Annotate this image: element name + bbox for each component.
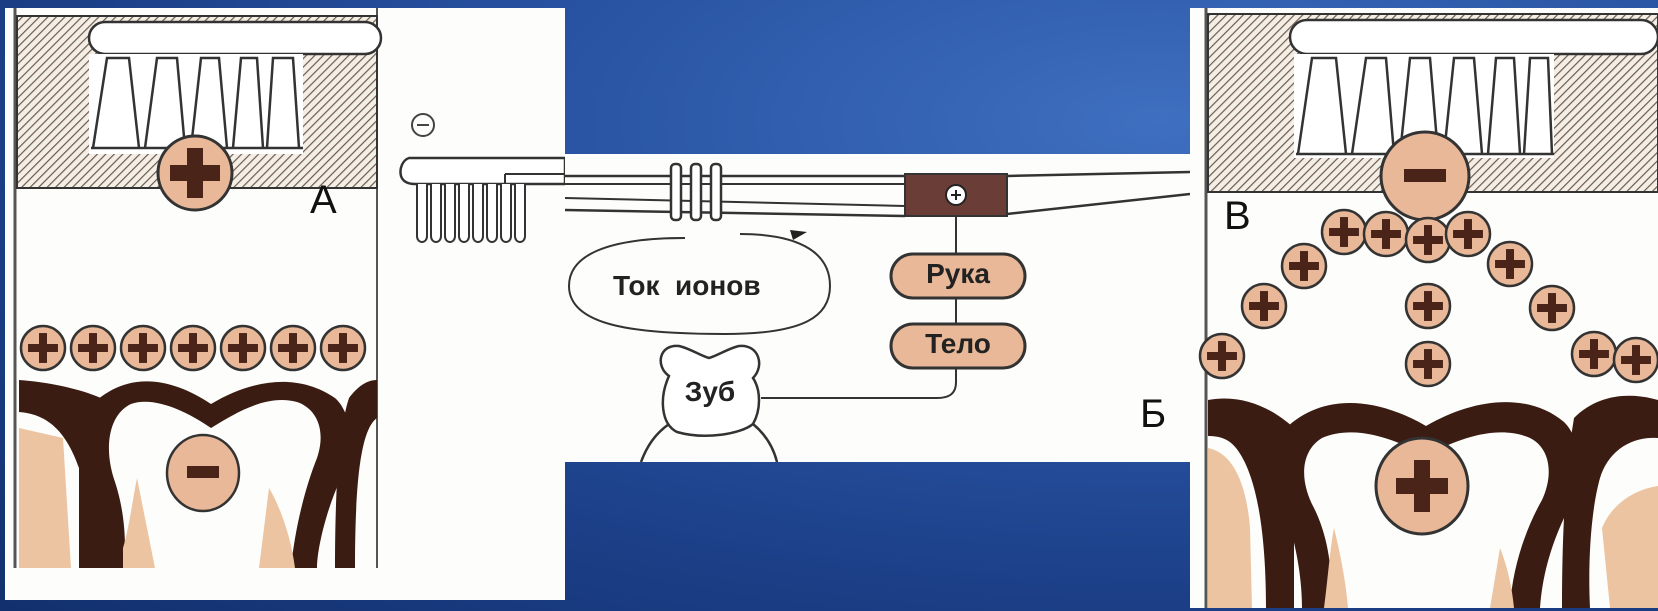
- positive-ion: [1280, 242, 1328, 290]
- handle-collars: [669, 162, 723, 222]
- positive-electrode: [904, 173, 1008, 217]
- positive-ion: [1444, 210, 1492, 258]
- panel-c-drawing: [1198, 8, 1658, 608]
- panel-a-drawing: [13, 8, 565, 568]
- positive-ion: [1404, 282, 1452, 330]
- positive-ion: [269, 324, 317, 372]
- panel-c: В: [1190, 8, 1658, 608]
- hand-label: Рука: [926, 258, 990, 289]
- body-pill: [889, 322, 1027, 370]
- positive-ion: [1528, 284, 1576, 332]
- positive-ion: [19, 324, 67, 372]
- positive-ion: [1404, 216, 1452, 264]
- positive-ion-arc: [1198, 208, 1658, 388]
- bristles: [1296, 56, 1554, 155]
- positive-ion: [319, 324, 367, 372]
- positive-ion: [69, 324, 117, 372]
- positive-ion: [1404, 340, 1452, 388]
- panel-b-drawing: [565, 162, 1190, 462]
- positive-ion: [119, 324, 167, 372]
- tooth-positive-charge: [1374, 436, 1470, 536]
- positive-ion: [1240, 282, 1288, 330]
- positive-ion: [1486, 240, 1534, 288]
- positive-ion: [1320, 208, 1368, 256]
- positive-ion: [219, 324, 267, 372]
- tooth-label: Зуб: [684, 376, 736, 407]
- small-toothbrush: [399, 156, 565, 243]
- panel-a-label: А: [310, 178, 337, 222]
- positive-ion: [169, 324, 217, 372]
- tooth-negative-charge: [165, 433, 241, 513]
- small-minus-sign: [411, 113, 435, 137]
- panel-b-label: Б: [1140, 392, 1167, 436]
- panel-a: А: [5, 8, 565, 600]
- ion-current-loop: [567, 230, 832, 336]
- positive-ion: [1362, 210, 1410, 258]
- brush-negative-charge: [1379, 130, 1471, 222]
- tooth-outline: [639, 344, 779, 462]
- brush-handle-bar: [1288, 18, 1658, 56]
- bristles: [91, 56, 301, 149]
- body-label: Тело: [925, 328, 991, 359]
- positive-ion: [1570, 330, 1618, 378]
- panel-b: Ток ионов Рука Тело Зуб Б: [565, 154, 1190, 462]
- brush-handle-bar: [87, 20, 383, 56]
- teeth: [19, 380, 377, 568]
- positive-ion: [1612, 336, 1658, 384]
- ion-current-label: Ток ионов: [613, 270, 761, 301]
- panel-c-label: В: [1224, 194, 1251, 238]
- positive-ion-row: [19, 324, 367, 372]
- brush-positive-charge: [156, 134, 234, 212]
- hand-pill: [889, 252, 1027, 300]
- positive-ion: [1198, 332, 1246, 380]
